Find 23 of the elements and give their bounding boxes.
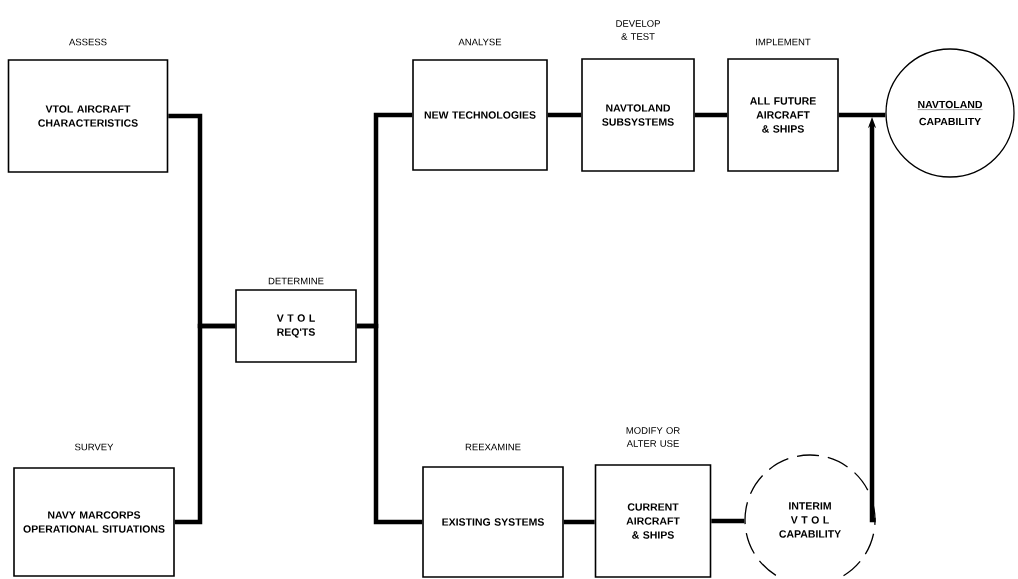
node-label: ANALYSE: [458, 38, 502, 46]
node-label: IMPLEMENT: [756, 38, 811, 46]
node-label: REEXAMINE: [465, 443, 521, 451]
connector: [174, 323, 236, 525]
connector: [711, 518, 745, 524]
node-label: DETERMINE: [268, 277, 324, 285]
process-box: SURVEY NAVY MARCORPS OPERATIONAL SITUATIONS: [13, 443, 175, 577]
process-box: ASSESS VTOL AIRCRAFT CHARACTERISTICS: [7, 38, 169, 173]
connector: [356, 323, 423, 525]
node-label: DEVELOP & TEST: [616, 20, 660, 40]
node-label: ASSESS: [69, 38, 107, 46]
process-box: MODIFY OR ALTER USE CURRENT AIRCRAFT & SHIPS: [594, 427, 712, 578]
process-box: DEVELOP & TEST NAVTOLAND SUBSYSTEMS: [581, 20, 695, 172]
process-box: IMPLEMENT ALL FUTURE AIRCRAFT & SHIPS: [727, 38, 839, 172]
node-label: MODIFY OR ALTER USE: [626, 427, 680, 447]
connector: [694, 112, 728, 118]
connector: [838, 112, 886, 118]
process-box: REEXAMINE EXISTING SYSTEMS: [422, 443, 564, 578]
connector: [547, 112, 582, 118]
node-label: SURVEY: [74, 443, 114, 451]
process-box: ANALYSE NEW TECHNOLOGIES: [412, 38, 548, 171]
connector: [563, 519, 595, 525]
process-box: DETERMINE V T O L REQ'TS: [235, 277, 357, 363]
